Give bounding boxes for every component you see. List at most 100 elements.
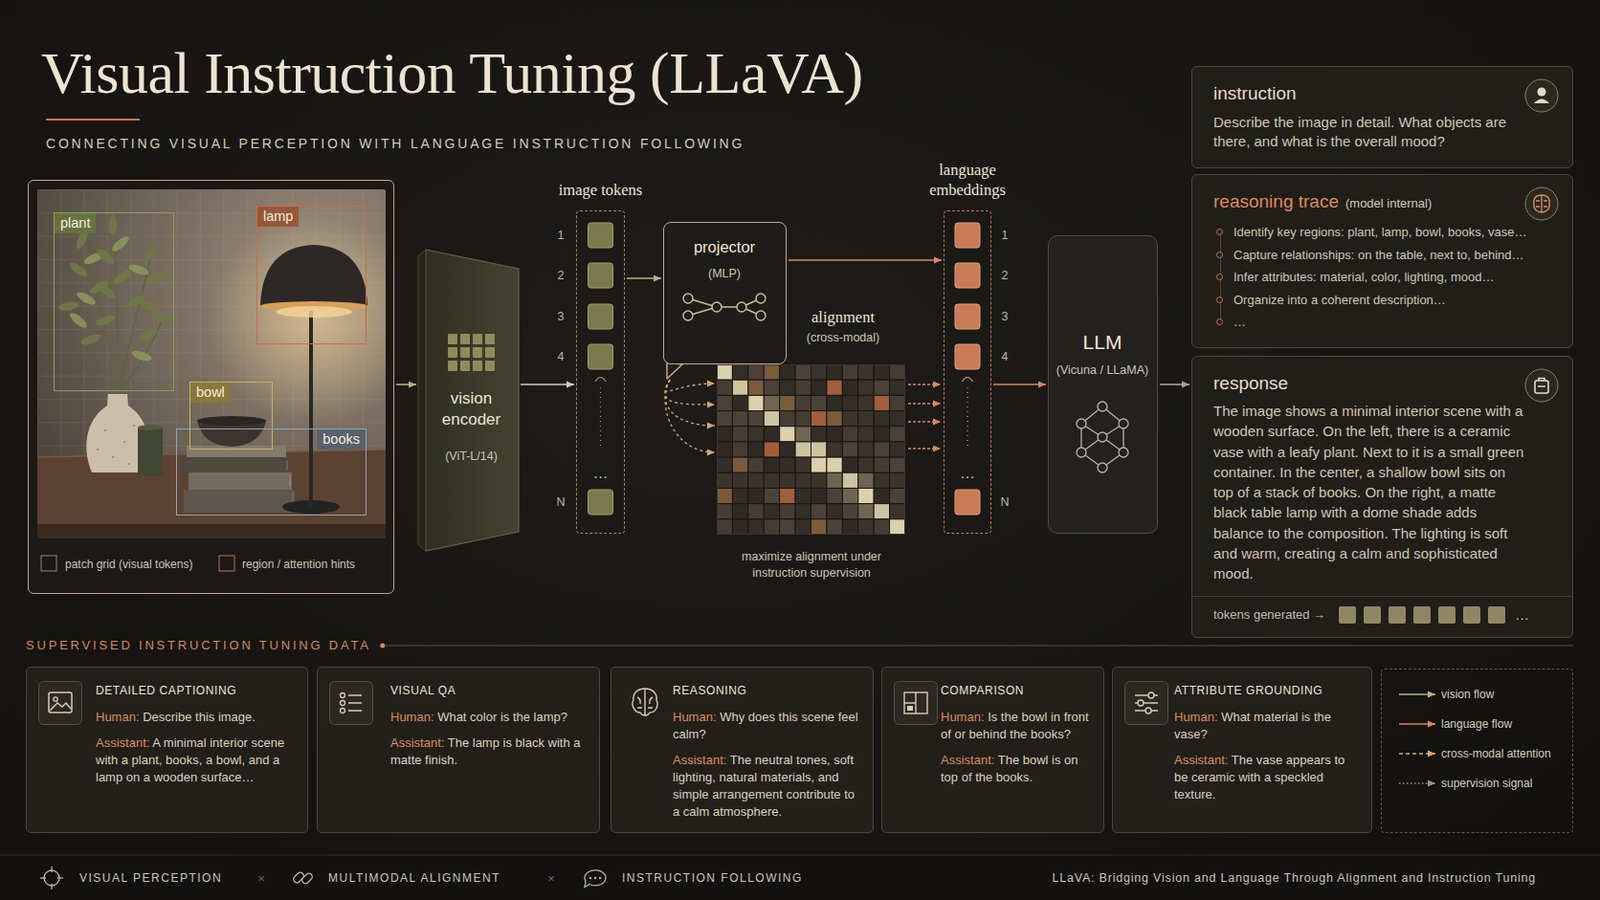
decoration-part [309,287,313,508]
mlp-icon [680,289,769,325]
encoder-block: vision encoder(ViT-L/14) [418,249,519,552]
matrix-cell [811,457,827,473]
block-subtitle: (MLP) [664,266,785,282]
decoration-part [447,333,458,345]
card-title: REASONING [672,683,864,699]
decoration-part [666,362,683,379]
matrix-cell [748,364,764,380]
decoration-part [186,445,287,458]
decoration-part [66,304,118,395]
legend-label: cross-modal attention [1441,746,1552,762]
card-icon [38,681,83,726]
decoration-part [53,697,58,702]
decoration-part [130,348,154,363]
matrix-cell [748,426,764,443]
decoration-part [594,877,597,880]
decoration-part [48,692,72,713]
legend-note: patch grid (visual tokens) [65,556,193,573]
decoration-part [472,333,483,345]
decoration-part [588,344,614,370]
section-rule [385,645,1574,647]
decoration-part [1537,378,1546,388]
matrix-cell [842,426,858,443]
decoration-part [96,282,118,303]
decoration-part [1533,99,1550,105]
speaker-tag: Human: [940,710,985,725]
speaker-tag: Human: [672,710,717,725]
decoration-part [340,701,346,707]
decoration-part [1525,369,1558,402]
matrix-cell [842,379,858,396]
decoration-part [289,475,291,488]
card-title: ATTRIBUTE GROUNDING [1174,683,1362,699]
index-number: 3 [1001,310,1009,324]
decoration-part [1525,187,1558,221]
block-title: alignment [795,308,891,328]
decoration-part [151,312,174,325]
speaker-tag: Human: [95,710,140,725]
matrix-cell [889,364,906,380]
matrix-cell [779,472,796,489]
token-square [1488,606,1506,624]
decoration-part [40,877,46,879]
matrix-cell [763,457,779,473]
speaker-tag: Assistant: [672,753,727,768]
decoration-part [133,424,135,427]
matrix-cell [763,411,779,427]
matrix-cell [779,411,796,427]
matrix-cell [842,457,858,473]
matrix-cell [811,411,827,427]
matrix-cell [873,395,889,411]
separator-mark: × [547,871,556,887]
decoration-part [600,387,601,450]
decoration-part [0,855,1600,857]
human-turn: Human: What color is the lamp? [390,709,590,727]
decoration-part [1097,401,1108,412]
embedding-column: language embeddings… [943,210,992,534]
flow-arrow [626,277,662,280]
assistant-turn: Assistant: The vase appears to be cerami… [1174,752,1362,804]
decoration-part [1081,406,1124,468]
decoration-part [197,416,267,426]
legend-sample [1397,748,1440,760]
flow-arrow [788,259,942,262]
block-title: LLM [1048,330,1156,356]
index-number: N [555,495,565,510]
matrix-cell [763,519,779,535]
speaker-tag: Assistant: [940,753,995,768]
matrix-cell [811,488,827,504]
matrix-cell [779,364,796,380]
network-icon [1073,400,1132,474]
decoration-part [955,344,980,370]
decoration-part [962,377,974,383]
attention-curve [665,379,715,453]
matrix-cell [842,411,858,427]
matrix-cell [795,457,811,473]
matrix-cell [811,472,827,489]
card-title: COMPARISON [940,683,1094,699]
region-label: lamp [257,206,299,227]
decoration-part [348,695,362,712]
matrix-cell [732,442,748,458]
matrix-cell [811,519,827,535]
decoration-part [683,293,766,321]
speaker-tag: Assistant: [95,735,150,751]
attention-arrow [908,402,941,404]
decoration-part [37,189,386,539]
card-icon [622,681,667,726]
decoration-part [183,489,295,513]
matrix-cell [795,426,811,443]
decoration-part [110,234,132,255]
decoration-part [447,360,458,372]
decoration-part [111,456,114,459]
region-box: bowl [189,381,273,450]
matrix-cell [842,364,858,380]
matrix-cell [889,457,906,473]
projector-box: projector(MLP) [663,222,787,365]
matrix-cell [779,488,796,504]
matrix-cell [826,379,843,396]
attention-curve [665,379,715,392]
legend-line [1399,782,1436,785]
card-content: ATTRIBUTE GROUNDINGHuman: What material … [1174,667,1372,816]
card-icon [893,681,938,726]
